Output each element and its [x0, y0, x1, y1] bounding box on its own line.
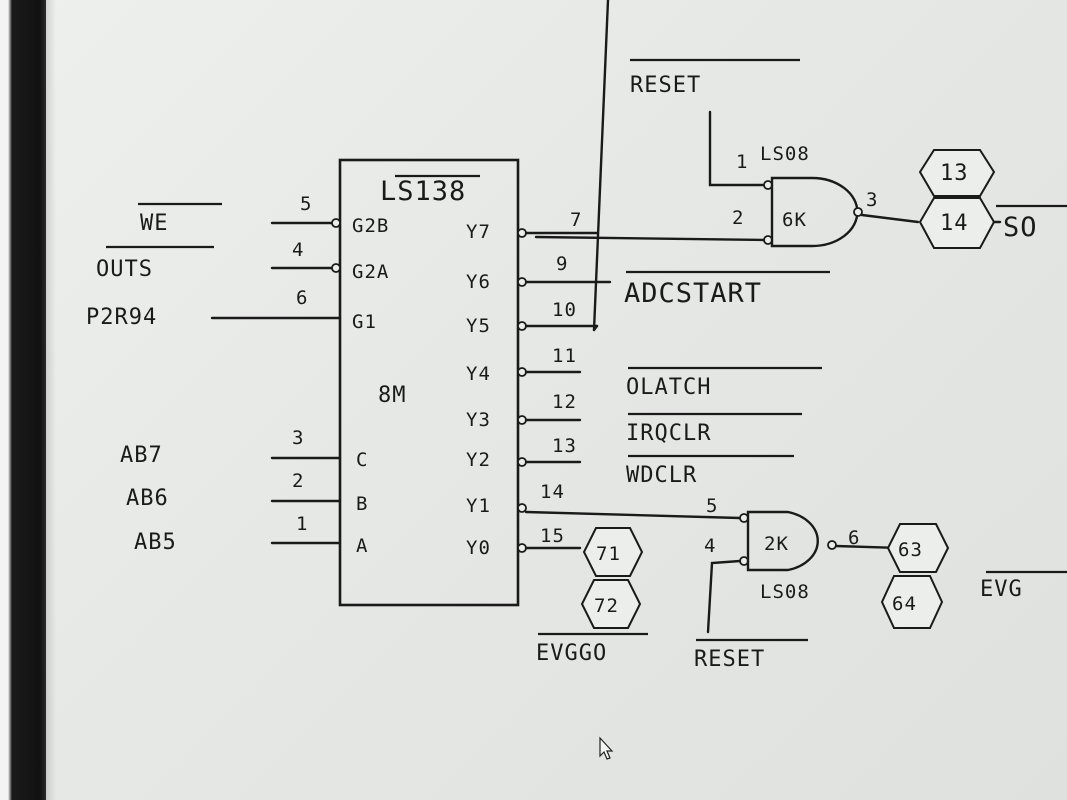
- top-reset-label: RESET: [630, 73, 701, 98]
- hex-71-label: 71: [596, 543, 621, 565]
- signal-wdclr: WDCLR: [626, 463, 697, 488]
- y5-vertical-wire: [592, 0, 610, 332]
- pin-num-g2b: 5: [300, 193, 312, 215]
- bottom-gate-part: LS08: [760, 581, 810, 603]
- mouse-cursor-icon: [599, 736, 614, 760]
- hex-64: [880, 575, 944, 629]
- bottom-gate-location: 2K: [764, 533, 789, 555]
- signal-evggo: EVGGO: [536, 641, 607, 666]
- signal-ab6: AB6: [126, 486, 169, 511]
- pin-name-y1: Y1: [466, 495, 491, 517]
- left-pins: [210, 218, 342, 545]
- bottom-reset-wire: [706, 559, 742, 634]
- pin-num-y4: 11: [552, 345, 577, 367]
- bottom-reset-label: RESET: [694, 647, 765, 672]
- pin-num-c: 3: [292, 427, 304, 449]
- top-gate-pin-a: 1: [736, 151, 748, 173]
- pin-name-y6: Y6: [466, 271, 491, 293]
- signal-olatch: OLATCH: [626, 375, 711, 400]
- hex-64-label: 64: [892, 593, 917, 615]
- hex-14-label: 14: [940, 211, 969, 236]
- pin-num-g2a: 4: [292, 239, 304, 261]
- pin-name-y7: Y7: [466, 221, 491, 243]
- signal-irqclr: IRQCLR: [626, 421, 711, 446]
- pin-name-y2: Y2: [466, 449, 491, 471]
- chip-location-label: 8M: [378, 383, 407, 408]
- ls138-chip-body: [338, 158, 520, 607]
- bottom-and-gate: [746, 510, 819, 572]
- pin-name-c: C: [356, 449, 368, 471]
- bezel-shadow: [46, 0, 56, 800]
- hex-63-label: 63: [898, 539, 923, 561]
- y1-to-gate-wire: [524, 510, 742, 520]
- pin-num-y7: 7: [570, 209, 582, 231]
- signal-outs: OUTS: [96, 257, 153, 282]
- hex-13: [918, 149, 996, 197]
- pin-name-y4: Y4: [466, 363, 491, 385]
- hex-72: [580, 579, 642, 629]
- chip-part-label: LS138: [380, 176, 466, 207]
- pin-num-y0: 15: [540, 525, 565, 547]
- pin-num-b: 2: [292, 470, 304, 492]
- signal-ab7: AB7: [120, 443, 163, 468]
- top-gate-pin-b: 2: [732, 207, 744, 229]
- pin-num-a: 1: [296, 513, 308, 535]
- pin-num-y3: 12: [552, 391, 577, 413]
- bottom-gate-pin-b: 4: [704, 535, 716, 557]
- pin-num-y1: 14: [540, 481, 565, 503]
- pin-name-g1: G1: [352, 311, 377, 333]
- hex-14: [918, 197, 996, 249]
- signal-evg-cut: EVG: [980, 577, 1023, 602]
- pin-name-y0: Y0: [466, 537, 491, 559]
- signal-we: WE: [140, 211, 169, 236]
- top-gate-pin-out: 3: [866, 189, 878, 211]
- hex-63: [886, 523, 950, 573]
- pin-num-y5: 10: [552, 299, 577, 321]
- hex-13-label: 13: [940, 161, 969, 186]
- pin-num-y2: 13: [552, 435, 577, 457]
- pin-name-g2b: G2B: [352, 215, 389, 237]
- right-pins: [517, 228, 612, 553]
- signal-p2r94: P2R94: [86, 305, 157, 330]
- pin-name-b: B: [356, 493, 368, 515]
- pin-name-g2a: G2A: [352, 261, 389, 283]
- bottom-gate-pin-out: 6: [848, 527, 860, 549]
- y7-to-gate-wire: [534, 235, 766, 242]
- pin-name-y3: Y3: [466, 409, 491, 431]
- bottom-gate-pin-a: 5: [706, 495, 718, 517]
- pin-num-y6: 9: [556, 253, 568, 275]
- signal-adcstart: ADCSTART: [624, 278, 762, 309]
- top-gate-part: LS08: [760, 143, 810, 165]
- pin-name-y5: Y5: [466, 315, 491, 337]
- top-gate-location: 6K: [782, 209, 807, 231]
- hex-71: [582, 527, 644, 577]
- pin-num-g1: 6: [296, 287, 308, 309]
- hex-72-label: 72: [594, 595, 619, 617]
- pin-name-a: A: [356, 535, 368, 557]
- signal-ab5: AB5: [134, 530, 177, 555]
- top-reset-wire: [708, 110, 767, 187]
- signal-so-cut: SO: [1003, 212, 1038, 243]
- monitor-bezel: [0, 0, 46, 800]
